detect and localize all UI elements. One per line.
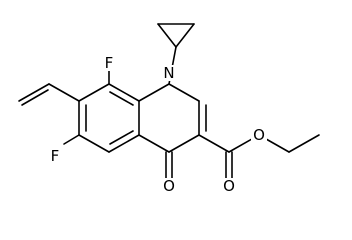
bond-n1-c2 [168,83,200,102]
atom-label-group-n1: N [162,64,176,82]
atom-label-oe: O [253,126,265,144]
bonds [18,23,320,179]
bond-ccp-cp2 [175,23,195,48]
bond-c4a-c5-inner [109,130,134,145]
atom-label-group-f8: F [102,54,116,72]
atom-label-group-oc: O [221,177,237,195]
atom-label-group-oe: O [251,126,267,144]
atom-label-o4: O [163,177,175,195]
bond-c7-cv1 [48,83,80,102]
atom-label-oc: O [223,177,235,195]
bond-c6-f6 [63,134,80,145]
bond-c4a-c5 [108,134,140,153]
atom-label-f6: F [51,147,60,165]
bond-c7-c8 [78,83,110,102]
bond-c3-c4 [168,134,200,153]
bond-cv1-cv2-a [18,83,50,102]
atom-label-group-o4: O [161,177,177,195]
bond-c3-cc [198,134,230,153]
bond-c8a-n1 [138,83,170,102]
bond-c4-c4a [138,134,170,153]
atom-label-group-f6: F [48,147,62,165]
bond-c5-c6 [78,134,110,153]
bond-cv1-cv2-b [21,89,49,106]
bond-c8-c8a-inner [109,91,134,106]
chemical-structure: F N F O O O [18,23,320,195]
bond-ccp-cp1 [157,23,177,48]
bond-ch2-ch3 [288,134,320,153]
bond-c8-c8a [108,83,140,102]
atom-label-f8: F [105,54,114,72]
atom-label-n1: N [163,64,174,82]
